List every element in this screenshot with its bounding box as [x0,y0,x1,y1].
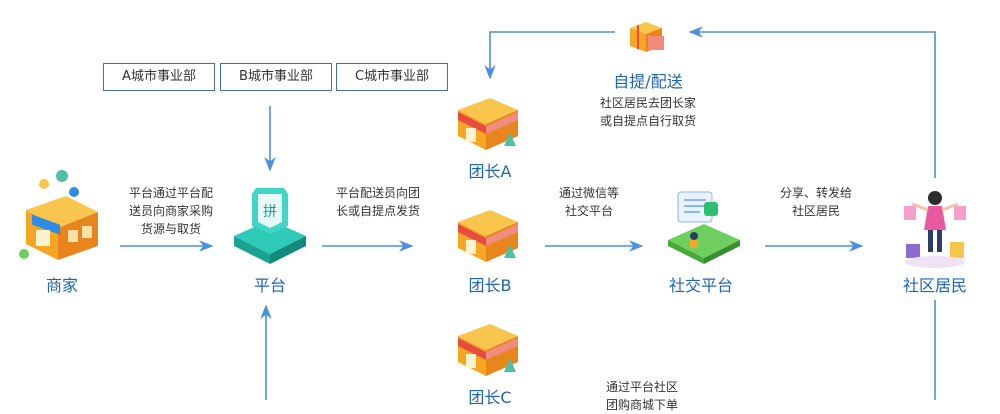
note-merchant-platform: 平台通过平台配 送员向商家采购 货源与取货 [128,186,213,236]
leader-b-label: 团长B [468,276,512,295]
leader-c-label: 团长C [468,388,512,407]
residents-label: 社区居民 [902,276,967,295]
note-bottom-desc: 通过平台社区 团购商城下单 [605,380,678,412]
residents-icon [904,191,966,268]
note-social-residents: 分享、转发给 社区居民 [779,186,852,218]
leader-a-shop-icon [458,98,518,150]
leader-a-label: 团长A [468,162,512,181]
gift-box-icon [630,22,664,52]
division-box-b: B城市事业部 [220,63,332,91]
social-platform-icon [668,191,740,264]
leader-c-shop-icon [458,324,518,376]
connector-layer [120,26,936,400]
note-platform-leader: 平台配送员向团 长或自提点发货 [335,186,420,218]
social-platform-label: 社交平台 [668,276,733,295]
platform-label: 平台 [253,276,286,295]
arrow-pickup-to-leader-a [484,31,615,80]
merchant-shop-icon [19,170,98,260]
merchant-label: 商家 [45,276,78,295]
pickup-label: 自提/配送 [613,72,683,91]
platform-icon: 拼 [234,188,306,264]
division-box-c: C城市事业部 [336,63,448,91]
division-box-a: A城市事业部 [103,63,215,91]
svg-text:拼: 拼 [263,204,277,220]
arrow-residents-to-pickup [688,26,936,178]
note-leader-social: 通过微信等 社交平台 [558,186,619,218]
leader-b-shop-icon [458,210,518,262]
note-pickup-desc: 社区居民去团长家 或自提点自行取货 [599,96,696,128]
